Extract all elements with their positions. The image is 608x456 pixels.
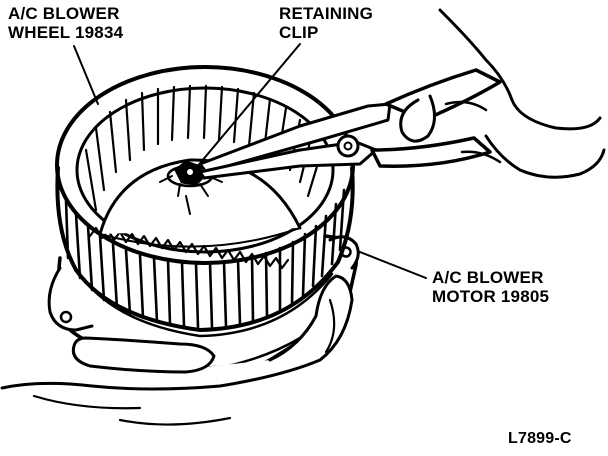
figure-code: L7899-C [508, 429, 572, 448]
pliers-pivot [338, 136, 358, 156]
label-retaining-clip: RETAINING CLIP [279, 4, 373, 42]
label-blower-wheel-line1: A/C BLOWER [8, 4, 120, 23]
label-blower-wheel: A/C BLOWER WHEEL 19834 [8, 4, 123, 42]
leader-wheel [74, 46, 98, 104]
label-blower-wheel-line2: WHEEL 19834 [8, 23, 123, 42]
label-blower-motor-line2: MOTOR 19805 [432, 287, 549, 306]
leader-motor [360, 252, 426, 278]
label-blower-motor-line1: A/C BLOWER [432, 268, 544, 287]
motor-shaft [186, 168, 194, 176]
label-blower-motor: A/C BLOWER MOTOR 19805 [432, 268, 549, 306]
label-retaining-clip-line2: CLIP [279, 23, 319, 42]
label-retaining-clip-line1: RETAINING [279, 4, 373, 23]
